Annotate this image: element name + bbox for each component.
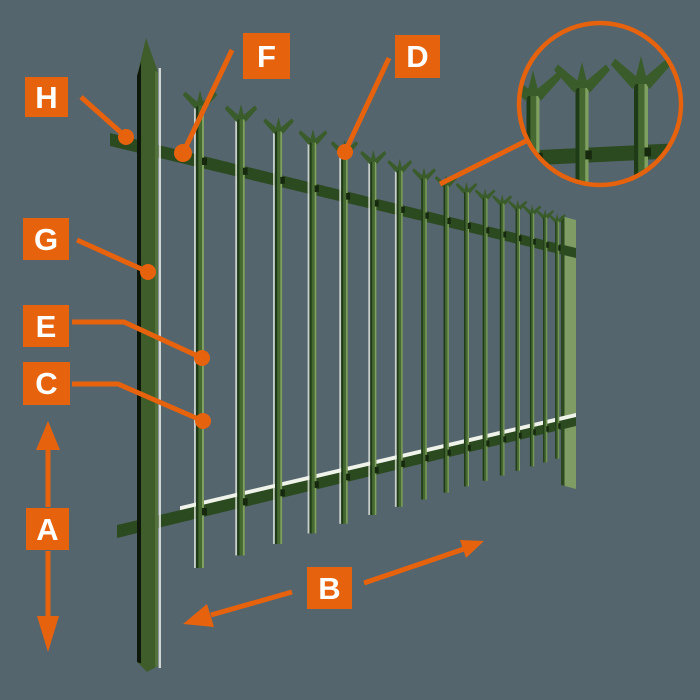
- label-box-h: H: [25, 77, 68, 117]
- label-box-c: C: [23, 362, 70, 405]
- label-box-a: A: [26, 508, 69, 550]
- callout-dot-f: [174, 144, 192, 162]
- dimension-arrow-a: [36, 421, 60, 652]
- callout-line-d: [342, 56, 392, 154]
- label-box-d: D: [395, 35, 440, 78]
- label-box-e: E: [23, 305, 69, 347]
- callout-dot-h: [118, 129, 134, 145]
- callout-dot-g: [140, 264, 156, 280]
- rail-bolts-group: [202, 157, 561, 516]
- label-box-b: B: [307, 567, 352, 609]
- callouts: [36, 48, 484, 652]
- dimension-arrow-b: [183, 540, 484, 627]
- callout-dot-d: [337, 144, 353, 160]
- pales-group: [182, 90, 566, 568]
- callout-dot-c: [195, 413, 211, 429]
- callout-line-e: [72, 319, 204, 361]
- label-box-g: G: [23, 218, 69, 260]
- label-box-f: F: [243, 33, 290, 79]
- corner-post: [137, 38, 161, 672]
- callout-line-c: [72, 381, 204, 424]
- magnifier-circle: [516, 20, 684, 188]
- magnifier: [438, 20, 684, 188]
- callout-line-g: [75, 237, 150, 275]
- callout-line-f: [180, 48, 235, 155]
- callout-line-h: [79, 95, 128, 139]
- callout-dot-e: [194, 350, 210, 366]
